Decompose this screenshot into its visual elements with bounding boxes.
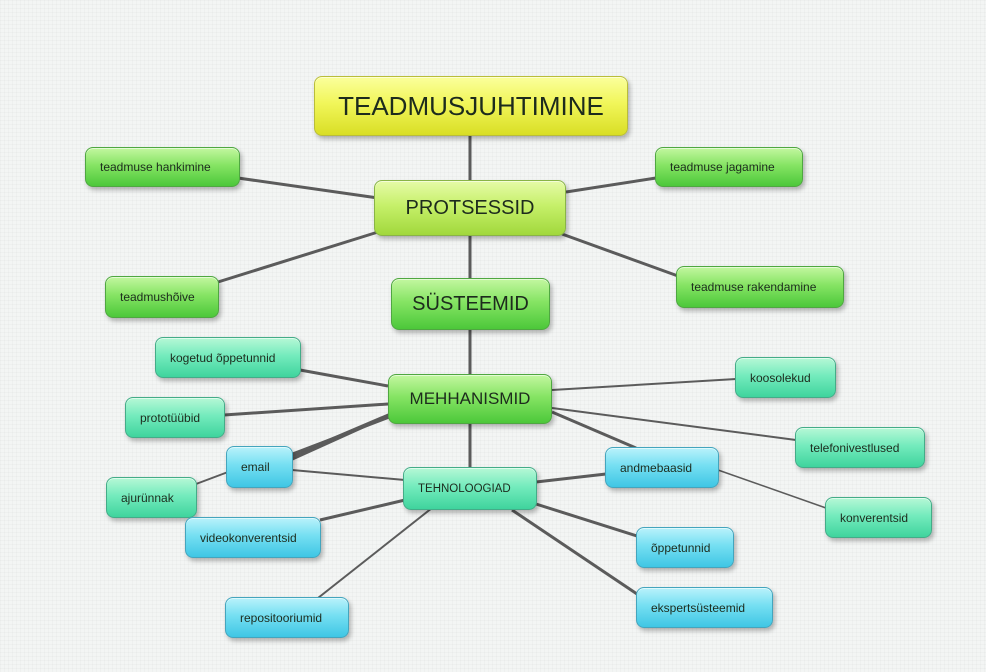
node-teadmuse-jagamine[interactable]: teadmuse jagamine bbox=[655, 147, 803, 187]
edge-mehhanismid-telefon bbox=[551, 407, 797, 441]
node-oppetunnid[interactable]: õppetunnid bbox=[636, 527, 734, 568]
edge-tehnoloogiad-email bbox=[291, 469, 406, 481]
edge-tehnoloogiad-oppetunnid bbox=[535, 502, 638, 538]
node-andmebaasid[interactable]: andmebaasid bbox=[605, 447, 719, 488]
edge-tehnoloogiad-videokonv bbox=[319, 498, 406, 522]
edge-mehhanismid-prototuubid bbox=[223, 402, 389, 417]
edge-tehnoloogiad-repositooriumid bbox=[317, 507, 433, 599]
node-protsessid[interactable]: PROTSESSID bbox=[374, 180, 566, 236]
node-susteemid[interactable]: SÜSTEEMID bbox=[391, 278, 550, 330]
node-teadmuse-hankimine[interactable]: teadmuse hankimine bbox=[85, 147, 240, 187]
edge-protsessid-rakendamine bbox=[561, 232, 679, 278]
node-videokonverentsid[interactable]: videokonverentsid bbox=[185, 517, 321, 558]
edge-tehnoloogiad-ekspert bbox=[511, 508, 638, 596]
node-telefonivestlused[interactable]: telefonivestlused bbox=[795, 427, 925, 468]
node-prototuubid[interactable]: prototüübid bbox=[125, 397, 225, 438]
edge-protsessid-hankimine bbox=[237, 176, 379, 200]
node-teadmuse-rakendamine[interactable]: teadmuse rakendamine bbox=[676, 266, 844, 308]
node-konverentsid[interactable]: konverentsid bbox=[825, 497, 932, 538]
edge-mehhanismid-andmebaasid bbox=[551, 410, 637, 450]
node-ajurunnak[interactable]: ajurünnak bbox=[106, 477, 197, 518]
edge-mehhanismid-kogetud bbox=[299, 368, 389, 388]
node-root[interactable]: TEADMUSJUHTIMINE bbox=[314, 76, 628, 136]
edge-tehnoloogiad-andmebaasid bbox=[535, 472, 607, 484]
node-repositooriumid[interactable]: repositooriumid bbox=[225, 597, 349, 638]
edge-andmebaasid-konverentsid bbox=[717, 469, 827, 509]
node-ekspertsusteemid[interactable]: ekspertsüsteemid bbox=[636, 587, 773, 628]
node-email[interactable]: email bbox=[226, 446, 293, 488]
edge-protsessid-teadmushoive bbox=[217, 230, 379, 284]
node-koosolekud[interactable]: koosolekud bbox=[735, 357, 836, 398]
node-tehnoloogiad[interactable]: TEHNOLOOGIAD bbox=[403, 467, 537, 510]
edge-protsessid-jagamine bbox=[565, 176, 657, 194]
edge-mehhanismid-koosolekud bbox=[551, 378, 737, 391]
node-mehhanismid[interactable]: MEHHANISMID bbox=[388, 374, 552, 424]
node-kogetud-oppetunnid[interactable]: kogetud õppetunnid bbox=[155, 337, 301, 378]
node-teadmushoive[interactable]: teadmushõive bbox=[105, 276, 219, 318]
edge-email-ajurunnak bbox=[195, 471, 229, 485]
